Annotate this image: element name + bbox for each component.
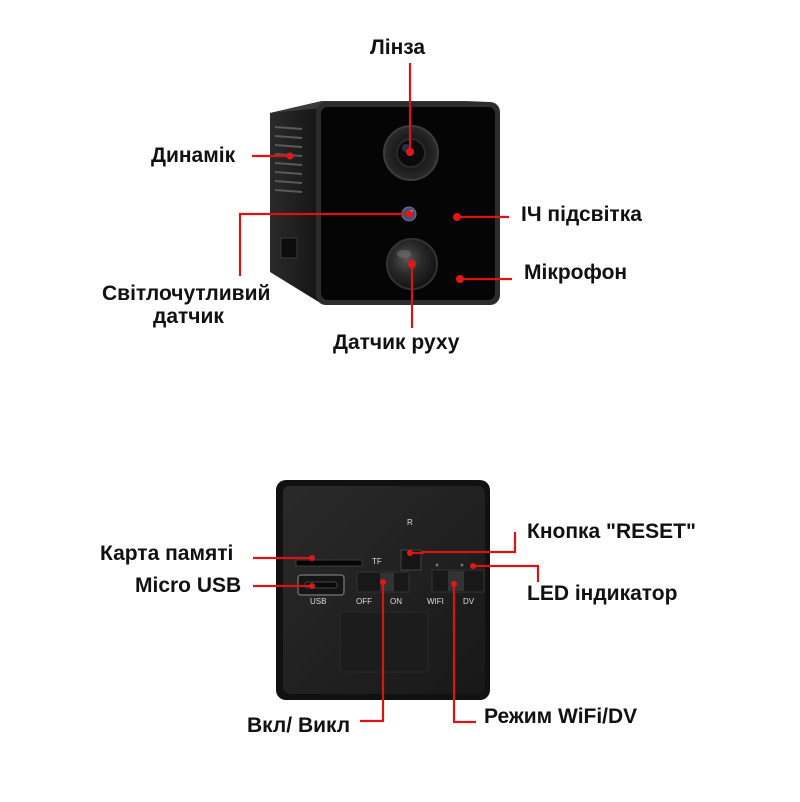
reset-marking: R	[407, 518, 413, 527]
usb-marking: USB	[310, 597, 327, 606]
ir-light-label: ІЧ підсвітка	[521, 203, 642, 226]
on-marking: ON	[390, 597, 402, 606]
mode-switch-label: Режим WiFi/DV	[484, 705, 638, 728]
dv-marking: DV	[463, 597, 475, 606]
side-port	[280, 237, 298, 259]
tf-slot-icon	[295, 559, 363, 567]
led-indicator-label: LED індикатор	[527, 582, 678, 605]
micro-usb-label: Micro USB	[135, 574, 242, 597]
light-sensor-label-line2: датчик	[153, 305, 224, 328]
light-sensor-leader-line	[238, 212, 410, 276]
speaker-label: Динамік	[151, 144, 236, 167]
led-icon	[435, 563, 439, 567]
reset-leader-line	[410, 532, 517, 555]
motion-sensor-label: Датчик руху	[333, 331, 460, 354]
mode-switch-leader-line	[452, 584, 476, 724]
lens-label: Лінза	[370, 36, 426, 59]
memory-card-label: Карта памяті	[100, 542, 234, 565]
light-sensor-label-line1: Світлочутливий	[102, 282, 271, 305]
microphone-label: Мікрофон	[524, 261, 628, 284]
reset-button-label: Кнопка "RESET"	[527, 520, 696, 543]
power-switch-leader-line	[360, 582, 385, 723]
camera-side-panel	[270, 101, 322, 304]
tf-marking: TF	[372, 557, 382, 566]
speaker-grille	[274, 126, 303, 193]
off-marking: OFF	[356, 597, 372, 606]
led-leader-line	[473, 564, 540, 582]
camera-front-view	[270, 101, 500, 305]
leader-lines	[238, 63, 540, 724]
callout-dots	[286, 148, 476, 589]
reset-button-icon	[400, 549, 422, 571]
power-switch-label: Вкл/ Викл	[247, 714, 351, 737]
wifi-marking: WIFI	[427, 597, 444, 606]
camera-front-face	[321, 107, 495, 300]
